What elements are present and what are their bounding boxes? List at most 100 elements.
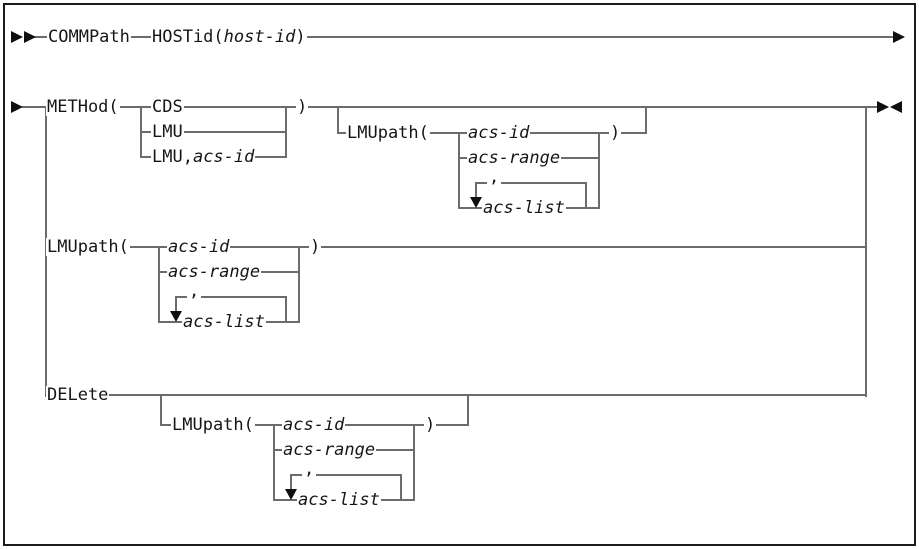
keyword-delete: DELete bbox=[46, 385, 110, 405]
keyword-lmupath: LMUpath( bbox=[346, 123, 430, 143]
connector-line bbox=[529, 132, 599, 134]
loop-rail bbox=[400, 474, 402, 501]
connector-line bbox=[320, 246, 866, 248]
separator-comma: , bbox=[487, 169, 502, 187]
connector-line bbox=[158, 246, 169, 248]
connector-line bbox=[260, 271, 299, 273]
continue-arrow-icon bbox=[893, 31, 905, 43]
variable-acs-id-label: acs-id bbox=[283, 415, 345, 435]
connector-line bbox=[413, 424, 426, 426]
variable-acs-list-label: acs-list bbox=[298, 490, 380, 510]
connector-line bbox=[264, 321, 299, 323]
connector-line bbox=[435, 424, 468, 426]
variable-acs-range: acs-range bbox=[282, 440, 377, 460]
paren-close: ) bbox=[296, 97, 309, 117]
connector-line bbox=[107, 394, 162, 396]
variable-acs-range-label: acs-range bbox=[168, 262, 261, 282]
connector-line bbox=[140, 156, 153, 158]
continue-arrow-icon bbox=[11, 101, 23, 113]
option-elbow bbox=[467, 394, 469, 426]
keyword-lmupath-label: LMUpath( bbox=[172, 415, 254, 435]
keyword-lmupath: LMUpath( bbox=[171, 415, 255, 435]
connector-line bbox=[337, 132, 349, 134]
connector-line bbox=[128, 36, 154, 38]
connector-line bbox=[375, 449, 414, 451]
loop-arrow-icon bbox=[170, 311, 182, 322]
connector-line bbox=[598, 132, 611, 134]
paren-close: ) bbox=[609, 123, 622, 143]
choice-rail-left bbox=[158, 246, 160, 323]
loop-line bbox=[475, 182, 491, 184]
variable-host-id: host-id bbox=[223, 27, 296, 47]
connector-line bbox=[285, 106, 298, 108]
variable-acs-list: acs-list bbox=[482, 198, 566, 218]
connector-line bbox=[34, 36, 50, 38]
variable-acs-range-label: acs-range bbox=[283, 440, 376, 460]
diagram-frame: COMMPath HOSTid(host-id) METHod( CDS LMU… bbox=[3, 3, 916, 546]
start-arrow-icon bbox=[24, 31, 36, 43]
option-elbow bbox=[645, 106, 647, 134]
connector-line bbox=[379, 499, 414, 501]
connector-line bbox=[620, 132, 647, 134]
variable-acs-id: acs-id bbox=[467, 123, 531, 143]
choice-rail-right bbox=[413, 424, 415, 501]
variable-acs-list: acs-list bbox=[297, 490, 381, 510]
separator-comma: , bbox=[187, 283, 202, 301]
loop-line bbox=[500, 182, 587, 184]
paren-close-label: ) bbox=[297, 97, 308, 117]
connector-line bbox=[273, 449, 284, 451]
variable-acs-range: acs-range bbox=[467, 148, 562, 168]
choice-rail-right bbox=[298, 246, 300, 323]
keyword-commpath: COMMPath bbox=[47, 27, 131, 47]
connector-line bbox=[182, 131, 286, 133]
connector-line bbox=[254, 156, 286, 158]
connector-line bbox=[560, 157, 599, 159]
loop-rail bbox=[475, 182, 477, 199]
option-lmu-comma-label: LMU, bbox=[152, 147, 193, 167]
separator-comma-label: , bbox=[489, 167, 500, 187]
paren-close: ) bbox=[295, 27, 306, 47]
variable-acs-range: acs-range bbox=[167, 262, 262, 282]
choice-rail-left bbox=[458, 132, 460, 209]
connector-line bbox=[564, 207, 599, 209]
keyword-lmupath: LMUpath( bbox=[46, 237, 130, 257]
bypass-line bbox=[337, 106, 647, 108]
start-arrow-icon bbox=[11, 31, 23, 43]
variable-acs-id: acs-id bbox=[282, 415, 346, 435]
paren-close-label: ) bbox=[610, 123, 621, 143]
connector-line bbox=[298, 246, 311, 248]
connector-line bbox=[252, 424, 274, 426]
keyword-lmupath-label: LMUpath( bbox=[347, 123, 429, 143]
connector-line bbox=[344, 424, 414, 426]
loop-line bbox=[175, 296, 191, 298]
connector-line bbox=[458, 157, 469, 159]
loop-rail bbox=[285, 296, 287, 323]
loop-line bbox=[315, 474, 402, 476]
loop-rail bbox=[585, 182, 587, 209]
choice-rail-right bbox=[598, 132, 600, 209]
connector-line bbox=[645, 106, 867, 108]
variable-acs-id: acs-id bbox=[192, 147, 255, 167]
branch-rail-right bbox=[865, 106, 867, 397]
connector-line bbox=[158, 321, 185, 323]
connector-line bbox=[866, 106, 877, 108]
choice-rail-right bbox=[285, 106, 287, 158]
choice-rail-left bbox=[273, 424, 275, 501]
variable-acs-range-label: acs-range bbox=[468, 148, 561, 168]
option-cds-label: CDS bbox=[152, 97, 183, 117]
connector-line bbox=[458, 207, 485, 209]
variable-acs-id: acs-id bbox=[167, 237, 231, 257]
end-arrow-icon bbox=[877, 101, 889, 113]
end-arrow-icon bbox=[890, 101, 902, 113]
loop-arrow-icon bbox=[470, 197, 482, 208]
loop-rail bbox=[290, 474, 292, 491]
connector-line bbox=[140, 106, 153, 108]
option-elbow bbox=[160, 394, 162, 426]
connector-line bbox=[182, 106, 286, 108]
bypass-line bbox=[160, 394, 866, 396]
loop-arrow-icon bbox=[285, 489, 297, 500]
loop-line bbox=[290, 474, 306, 476]
paren-close-label: ) bbox=[425, 415, 436, 435]
